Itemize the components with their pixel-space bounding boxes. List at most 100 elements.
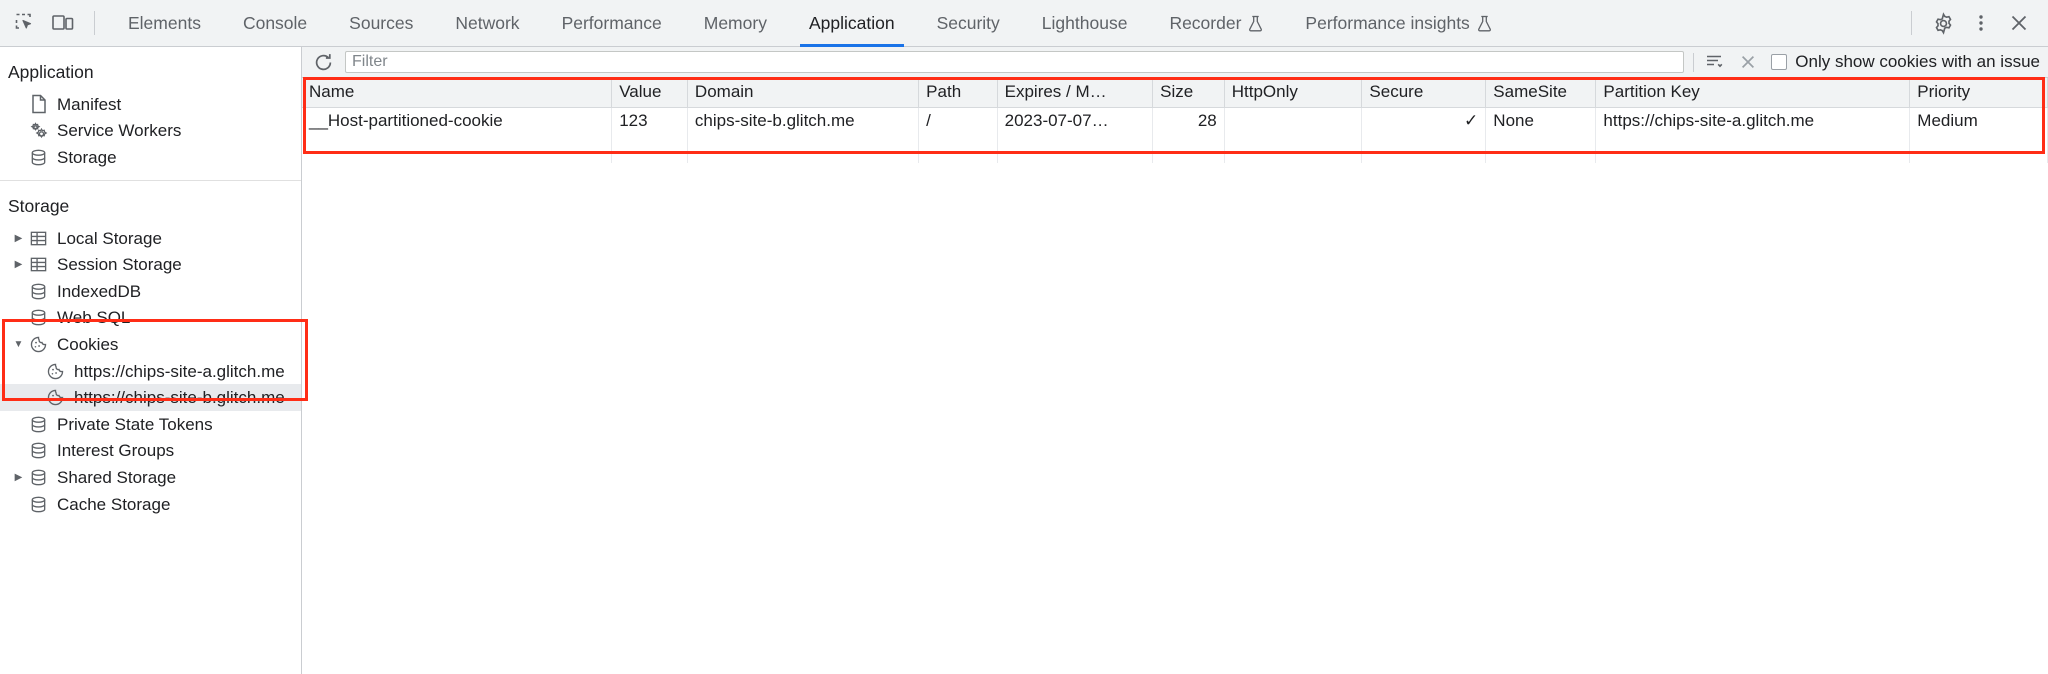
column-header-secure[interactable]: Secure: [1361, 78, 1487, 108]
filler-cell: [1152, 135, 1225, 163]
checkbox-box[interactable]: [1771, 54, 1788, 70]
sidebar-item-shared-storage[interactable]: ▶ Shared Storage: [0, 464, 301, 491]
cell-priority[interactable]: Medium: [1909, 107, 2048, 135]
cell-value[interactable]: 123: [611, 107, 688, 135]
sidebar-item-manifest[interactable]: Manifest: [0, 91, 301, 118]
tab-label: Performance: [561, 12, 662, 33]
refresh-icon[interactable]: [310, 50, 336, 74]
twisty-spacer: ▶: [10, 499, 27, 510]
sidebar-item-private-state-tokens[interactable]: ▶ Private State Tokens: [0, 411, 301, 438]
more-vertical-icon[interactable]: [1962, 4, 2000, 42]
tab-recorder[interactable]: Recorder: [1148, 0, 1284, 47]
tab-label: Application: [808, 12, 895, 33]
tab-lighthouse[interactable]: Lighthouse: [1021, 0, 1149, 47]
cookies-filter-bar: Only show cookies with an issue: [302, 47, 2048, 78]
close-circle-icon[interactable]: [1736, 51, 1760, 73]
tab-label: Sources: [349, 12, 414, 33]
tab-performance-insights[interactable]: Performance insights: [1284, 0, 1512, 47]
column-header-samesite[interactable]: SameSite: [1485, 78, 1597, 108]
tab-label: Lighthouse: [1041, 12, 1128, 33]
tab-elements[interactable]: Elements: [107, 0, 222, 47]
filler-cell: [1595, 135, 1911, 163]
column-header-httponly[interactable]: HttpOnly: [1224, 78, 1363, 108]
twisty-spacer: ▶: [10, 286, 27, 297]
cell-name[interactable]: __Host-partitioned-cookie: [302, 107, 613, 135]
sidebar-item-label: Storage: [57, 147, 117, 167]
table-row[interactable]: __Host-partitioned-cookie 123 chips-site…: [302, 107, 2048, 135]
chevron-right-icon[interactable]: ▶: [14, 259, 23, 271]
database-icon: [27, 281, 50, 301]
tab-sources[interactable]: Sources: [328, 0, 434, 47]
sidebar-item-label: Cookies: [57, 334, 119, 354]
experiment-flask-icon: [1248, 15, 1263, 32]
sidebar-divider: [0, 179, 301, 181]
cell-expires[interactable]: 2023-07-07…: [997, 107, 1154, 135]
sidebar-item-cookies-site-a[interactable]: https://chips-site-a.glitch.me: [0, 358, 301, 385]
filler-cell: [1485, 135, 1597, 163]
sidebar-item-service-workers[interactable]: Service Workers: [0, 118, 301, 145]
cookies-table-container[interactable]: Name Value Domain Path Expires / M… Size…: [302, 78, 2048, 674]
cell-secure[interactable]: ✓: [1361, 107, 1487, 135]
sidebar-item-interest-groups[interactable]: ▶ Interest Groups: [0, 438, 301, 465]
database-icon: [27, 308, 50, 328]
only-show-issues-checkbox[interactable]: Only show cookies with an issue: [1769, 52, 2040, 72]
panel-tabs: Elements Console Sources Network Perform…: [107, 0, 1513, 47]
database-icon: [27, 467, 50, 487]
document-icon: [27, 94, 50, 114]
sidebar-item-cookies-site-b[interactable]: https://chips-site-b.glitch.me: [0, 384, 301, 411]
inspect-element-icon[interactable]: [6, 4, 44, 42]
cell-partition-key[interactable]: https://chips-site-a.glitch.me: [1595, 107, 1911, 135]
cookies-table-head: Name Value Domain Path Expires / M… Size…: [302, 78, 2048, 108]
column-header-domain[interactable]: Domain: [687, 78, 920, 108]
filterbar-divider: [1693, 52, 1695, 72]
device-toolbar-icon[interactable]: [44, 4, 82, 42]
chevron-right-icon[interactable]: ▶: [14, 232, 23, 244]
sidebar-item-label: Local Storage: [57, 228, 162, 248]
tab-console[interactable]: Console: [222, 0, 328, 47]
sidebar-item-session-storage[interactable]: ▶ Session Storage: [0, 251, 301, 278]
sidebar-item-web-sql[interactable]: ▶ Web SQL: [0, 305, 301, 332]
column-header-value[interactable]: Value: [611, 78, 688, 108]
column-header-priority[interactable]: Priority: [1909, 78, 2048, 108]
cell-samesite[interactable]: None: [1485, 107, 1597, 135]
tab-network[interactable]: Network: [434, 0, 540, 47]
cell-path[interactable]: /: [918, 107, 998, 135]
storage-section: Storage ▶ Local Storage ▶: [0, 181, 301, 518]
tab-memory[interactable]: Memory: [683, 0, 788, 47]
sidebar-item-storage[interactable]: Storage: [0, 144, 301, 171]
filter-input[interactable]: [345, 51, 1685, 73]
column-header-size[interactable]: Size: [1152, 78, 1225, 108]
sidebar-item-cache-storage[interactable]: ▶ Cache Storage: [0, 491, 301, 518]
toolbar-divider: [1911, 11, 1912, 35]
sidebar-item-cookies[interactable]: ▼ Cookies: [0, 331, 301, 358]
sidebar-item-local-storage[interactable]: ▶ Local Storage: [0, 225, 301, 252]
column-header-name[interactable]: Name: [302, 78, 613, 108]
cell-httponly[interactable]: [1224, 107, 1363, 135]
filler-cell: [611, 135, 688, 163]
tab-security[interactable]: Security: [916, 0, 1021, 47]
twisty-spacer: ▶: [10, 419, 27, 430]
sidebar-item-label: Shared Storage: [57, 467, 177, 487]
tab-performance[interactable]: Performance: [541, 0, 683, 47]
column-header-path[interactable]: Path: [918, 78, 998, 108]
sidebar-item-label: Service Workers: [57, 121, 182, 141]
clear-filter-icon[interactable]: [1703, 51, 1727, 73]
filler-cell: [1909, 135, 2048, 163]
close-icon[interactable]: [2000, 4, 2038, 42]
database-icon: [27, 494, 50, 514]
sidebar-item-label: Web SQL: [57, 308, 131, 328]
column-header-partition-key[interactable]: Partition Key: [1595, 78, 1911, 108]
chevron-right-icon[interactable]: ▶: [14, 471, 23, 483]
gear-icon[interactable]: [1924, 4, 1962, 42]
tab-application[interactable]: Application: [788, 0, 916, 47]
cell-domain[interactable]: chips-site-b.glitch.me: [687, 107, 920, 135]
application-section: Application Manifest: [0, 47, 301, 181]
sidebar-item-indexeddb[interactable]: ▶ IndexedDB: [0, 278, 301, 305]
cell-size[interactable]: 28: [1152, 107, 1225, 135]
sidebar-item-label: https://chips-site-b.glitch.me: [74, 388, 285, 408]
tab-label: Network: [455, 12, 520, 33]
experiment-flask-icon: [1477, 15, 1492, 32]
filler-cell: [918, 135, 998, 163]
column-header-expires[interactable]: Expires / M…: [997, 78, 1154, 108]
chevron-down-icon[interactable]: ▼: [13, 338, 24, 350]
